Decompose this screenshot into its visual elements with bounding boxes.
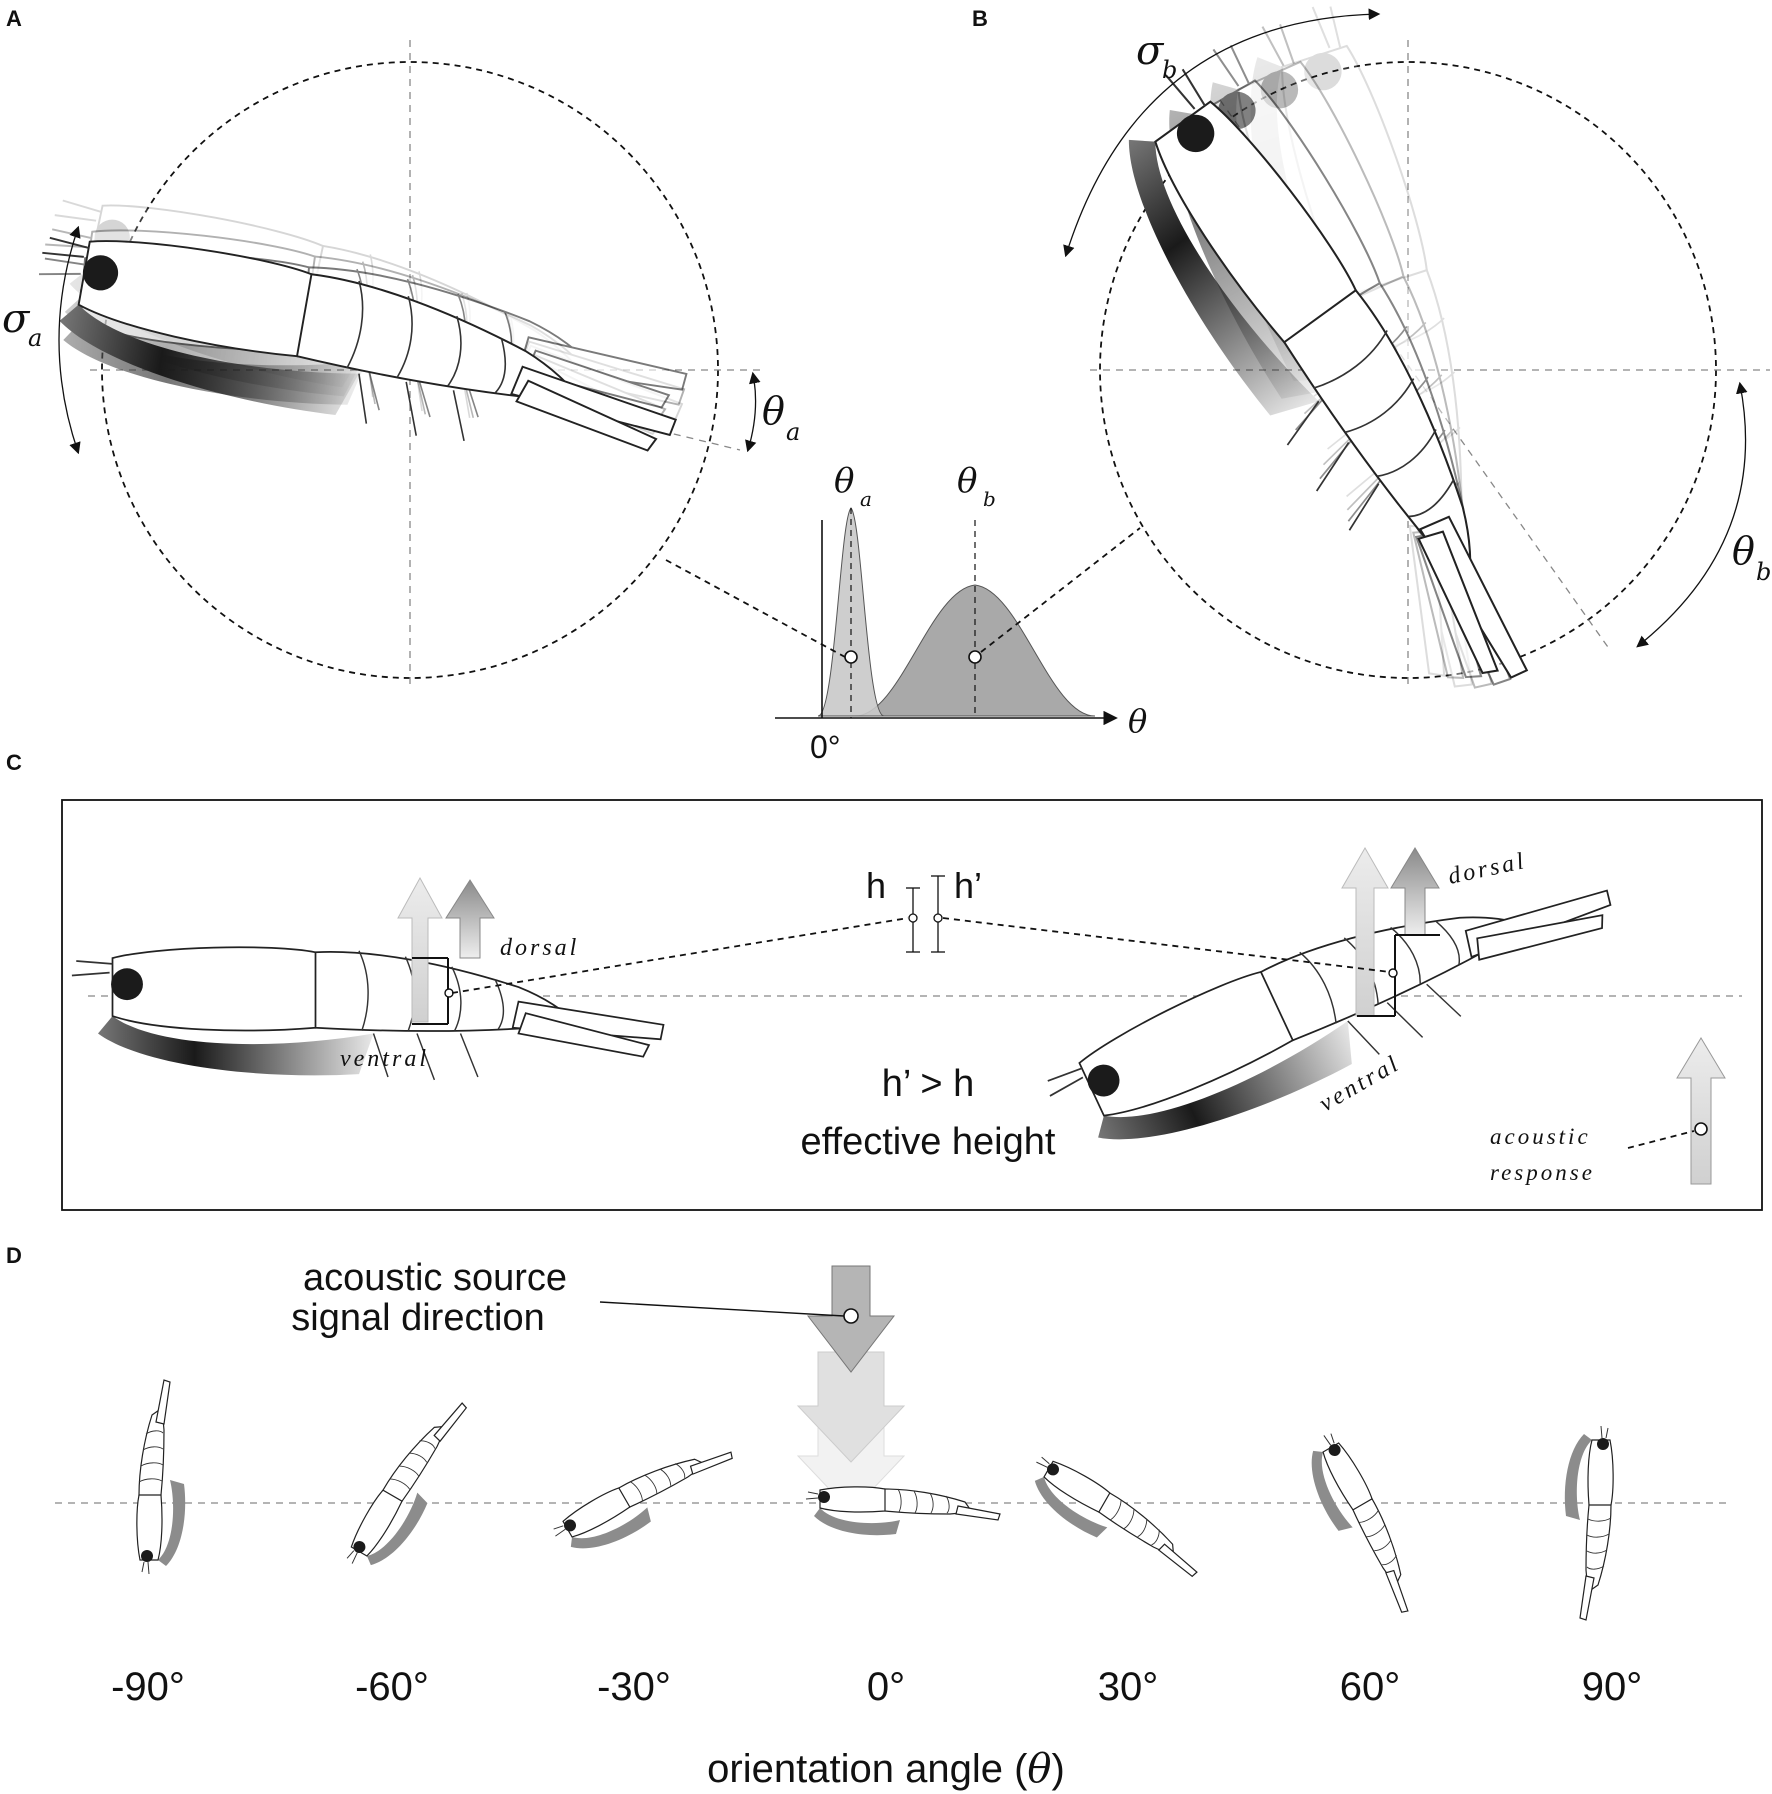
distribution-peak-b-label: θ — [957, 461, 977, 501]
panel-c-right-arrow-tall — [1341, 846, 1389, 1017]
panel-d: acoustic source signal direction -90° -6… — [55, 1257, 1730, 1792]
krill-orientation-60 — [1291, 1428, 1432, 1623]
panel-c-hprime-label: h’ — [954, 865, 982, 906]
panel-c-ventral-left: ventral — [340, 1046, 429, 1072]
distribution-peak-a-label: θ — [834, 461, 854, 501]
source-label-line1: acoustic source — [303, 1257, 567, 1299]
panel-b-theta-symbol: θ — [1732, 529, 1755, 573]
source-marker — [843, 1308, 859, 1324]
angle-label-neg90: -90° — [111, 1665, 185, 1709]
krill-orientation-0 — [805, 1486, 1001, 1536]
panel-a-theta-symbol: θ — [762, 389, 785, 433]
panel-c-right-leader — [942, 917, 1391, 973]
panel-a: σ a θ a — [2, 40, 800, 690]
panel-c-left-arrow-tall — [397, 876, 443, 1023]
panel-c-right-arrow-short — [1390, 847, 1440, 936]
angle-label-30: 30° — [1098, 1665, 1159, 1709]
leader-line-a — [665, 559, 846, 658]
legend-leader — [1627, 1130, 1695, 1149]
panel-c-left-leader — [451, 917, 909, 994]
angle-label-60: 60° — [1340, 1665, 1401, 1709]
panel-c-left-arrow-short — [445, 879, 495, 959]
panel-a-sigma-subscript: a — [28, 324, 42, 352]
krill-orientation-30 — [1017, 1451, 1212, 1592]
krill-orientation-neg90 — [136, 1379, 186, 1575]
panel-b-theta-arc — [1636, 381, 1748, 648]
distribution-peak-b-subscript: b — [983, 487, 996, 511]
panel-b: σ b θ b — [1063, 0, 1771, 713]
distribution-axis-label: θ — [1128, 702, 1147, 740]
panel-b-sigma-symbol: σ — [1136, 28, 1165, 74]
panel-a-sigma-arc — [58, 225, 81, 455]
legend-marker — [1694, 1122, 1708, 1136]
legend-acoustic-arrow — [1676, 1037, 1726, 1185]
panel-c-right-centroid — [1388, 968, 1398, 978]
panel-a-sigma-symbol: σ — [2, 296, 31, 342]
angle-label-neg30: -30° — [597, 1665, 671, 1709]
distribution-point-a — [844, 650, 858, 664]
panel-b-theta-subscript: b — [1756, 558, 1771, 586]
source-leader — [599, 1301, 845, 1317]
distribution-point-b — [968, 650, 982, 664]
panel-c-frame — [61, 799, 1763, 1211]
leader-line-b — [980, 527, 1141, 653]
panel-a-theta-arc — [745, 371, 761, 453]
panel-c-left-centroid — [444, 988, 454, 998]
panel-label-c: C — [6, 750, 22, 775]
panel-c-hprime-point — [933, 913, 943, 923]
panel-label-b: B — [972, 6, 988, 31]
panel-c-dorsal-left: dorsal — [500, 935, 579, 961]
axis-title-close: ) — [1051, 1747, 1064, 1791]
distribution-zero-label: 0° — [810, 729, 841, 765]
distribution-peak-a-subscript: a — [860, 487, 872, 511]
orientation-distribution: θ a θ b 0° θ — [665, 461, 1147, 765]
panel-label-d: D — [6, 1243, 22, 1268]
axis-title-text: orientation angle ( — [707, 1747, 1028, 1791]
panel-c-h-point — [908, 913, 918, 923]
krill-orientation-neg60 — [341, 1388, 482, 1583]
panel-label-a: A — [6, 6, 22, 31]
panel-c-comparison: h’ > h — [882, 1063, 975, 1105]
panel-c-dorsal-right: dorsal — [1446, 848, 1529, 890]
source-arrow-mid — [796, 1351, 906, 1463]
angle-label-0: 0° — [867, 1665, 905, 1709]
panel-b-sigma-subscript: b — [1162, 56, 1177, 84]
panel-b-tilt-line — [1219, 99, 1611, 651]
panel-c: dorsal ventral dorsal ventral h h’ h’ > … — [61, 799, 1763, 1211]
orientation-axis-title: orientation angle (θ) — [707, 1746, 1065, 1792]
krill-orientation-neg30 — [548, 1428, 743, 1569]
source-label-line2: signal direction — [291, 1297, 544, 1339]
legend-text-line2: response — [1490, 1160, 1595, 1185]
angle-label-90: 90° — [1582, 1665, 1643, 1709]
krill-orientation-90 — [1564, 1425, 1614, 1621]
panel-a-theta-subscript: a — [786, 418, 800, 446]
angle-label-neg60: -60° — [355, 1665, 429, 1709]
panel-c-h-label: h — [866, 865, 886, 906]
axis-title-symbol: θ — [1027, 1746, 1051, 1792]
panel-b-sigma-arc — [1063, 8, 1381, 258]
panel-c-effective-height: effective height — [801, 1121, 1056, 1163]
legend-text-line1: acoustic — [1490, 1124, 1591, 1149]
